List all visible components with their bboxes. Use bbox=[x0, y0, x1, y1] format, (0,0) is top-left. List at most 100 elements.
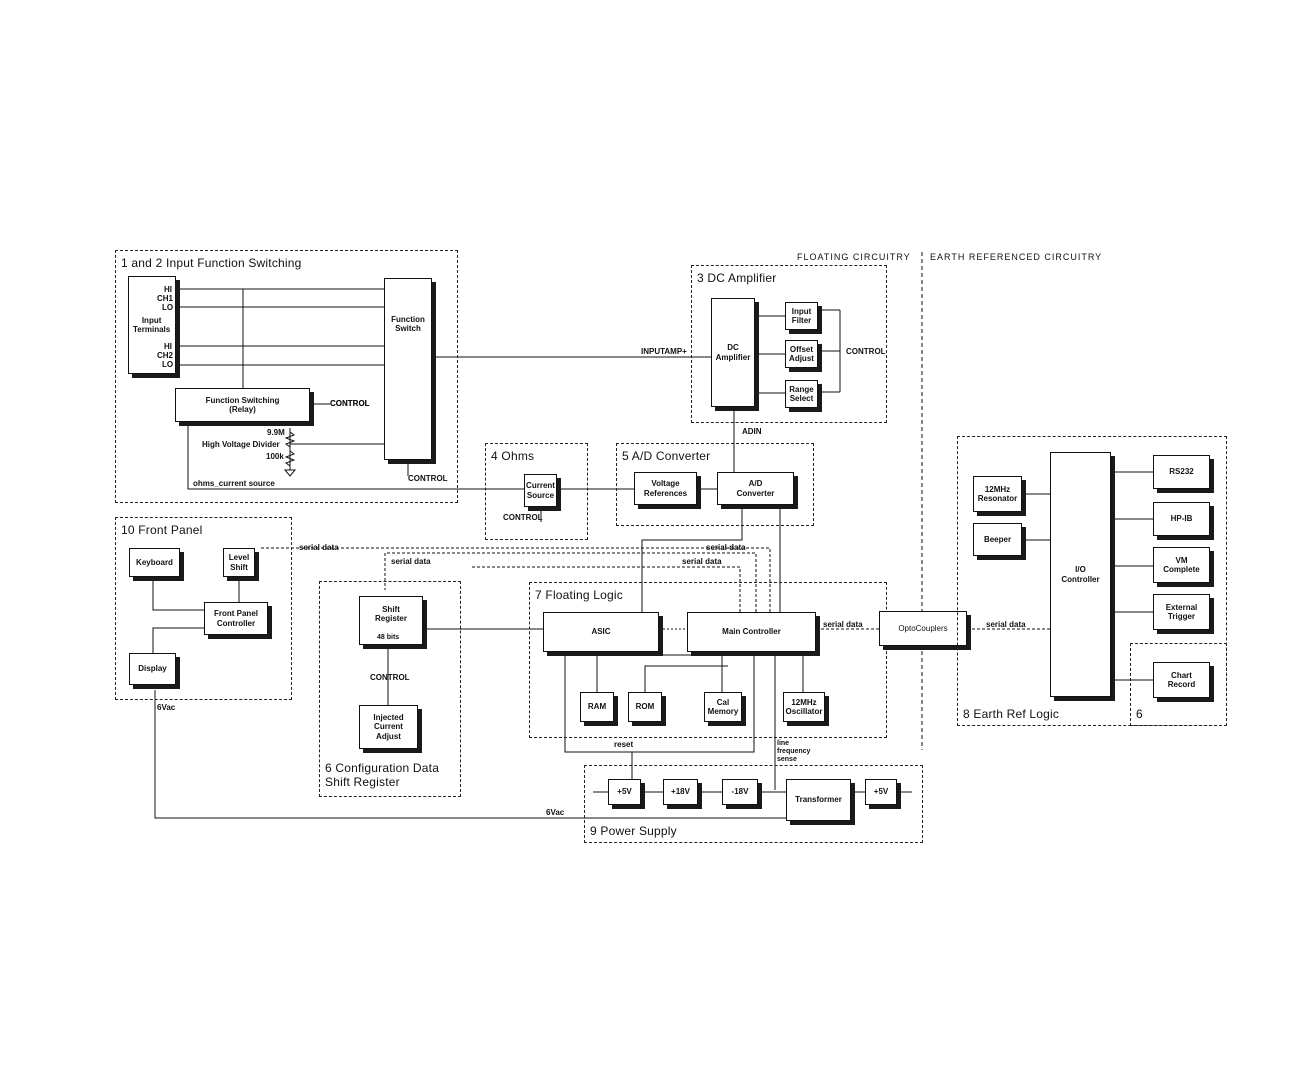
section-title: 5 A/D Converter bbox=[622, 449, 711, 463]
front-serial-label: serial data bbox=[299, 543, 339, 552]
rom-block: ROM bbox=[628, 692, 662, 722]
terminal-label-ch1: CH1 bbox=[157, 294, 174, 303]
section-title: 8 Earth Ref Logic bbox=[963, 707, 1060, 721]
section-earth-ref-logic: 8 Earth Ref Logic bbox=[957, 436, 1227, 726]
section-ohms: 4 Ohms bbox=[485, 443, 588, 540]
section-config-shift-register: 6 Configuration Data Shift Register bbox=[319, 581, 461, 797]
section-input-switching: 1 and 2 Input Function Switching bbox=[115, 250, 458, 503]
ohms-control-label: CONTROL bbox=[503, 513, 543, 522]
wire-adc-asic bbox=[641, 506, 743, 612]
level-shift-block: Level Shift bbox=[223, 548, 255, 577]
relay-control-label: CONTROL bbox=[330, 399, 370, 408]
cal-memory-block: Cal Memory bbox=[704, 692, 742, 722]
wire-serial-front bbox=[260, 547, 771, 612]
plus-5v-block: +5V bbox=[608, 779, 641, 805]
function-switch-block: Function Switch bbox=[384, 278, 432, 460]
resistor-9-9m bbox=[284, 431, 296, 448]
wire-reset-main bbox=[632, 652, 755, 753]
wire-fpc-display bbox=[152, 627, 204, 653]
section-six: 6 bbox=[1130, 643, 1227, 726]
input-terminals-block: Input Terminals bbox=[128, 276, 176, 374]
ram-block: RAM bbox=[580, 692, 614, 722]
asic-block: ASIC bbox=[543, 612, 659, 652]
resonator-block: 12MHz Resonator bbox=[973, 476, 1022, 512]
terminal-label-lo2: LO bbox=[162, 360, 174, 369]
rs232-block: RS232 bbox=[1153, 455, 1210, 489]
external-trigger-block: External Trigger bbox=[1153, 594, 1210, 630]
hpib-block: HP-IB bbox=[1153, 502, 1210, 536]
front-panel-controller-block: Front Panel Controller bbox=[204, 602, 268, 635]
current-source-block: Current Source bbox=[524, 474, 557, 507]
wire-rom bbox=[644, 665, 728, 692]
reset-label: reset bbox=[614, 740, 634, 749]
terminal-label-ch2: CH2 bbox=[157, 351, 174, 360]
earth-serial-label: serial data bbox=[986, 620, 1026, 629]
wire-serial-asic bbox=[470, 566, 741, 612]
section-title: 4 Ohms bbox=[491, 449, 535, 463]
resistor-top-label: 9.9M bbox=[267, 428, 285, 437]
keyboard-block: Keyboard bbox=[129, 548, 180, 577]
minus-18v-block: -18V bbox=[722, 779, 758, 805]
offset-adjust-block: Offset Adjust bbox=[785, 340, 818, 368]
dc-control-label: CONTROL bbox=[846, 347, 886, 356]
dc-amplifier-block: DC Amplifier bbox=[711, 298, 755, 407]
section-ad-converter: 5 A/D Converter bbox=[616, 443, 814, 526]
io-controller-block: I/O Controller bbox=[1050, 452, 1111, 697]
wire-ram bbox=[596, 654, 704, 692]
floating-circuitry-label: FLOATING CIRCUITRY bbox=[797, 252, 911, 262]
shift-serial-label: serial data bbox=[391, 557, 431, 566]
asic-serial-label: serial data bbox=[682, 557, 722, 566]
inputamp-label: INPUTAMP+ bbox=[641, 347, 687, 356]
resistor-100k bbox=[284, 450, 296, 467]
wire-ohms-current bbox=[187, 423, 524, 490]
section-power-supply: 9 Power Supply bbox=[584, 765, 923, 843]
range-select-block: Range Select bbox=[785, 380, 818, 408]
vm-complete-block: VM Complete bbox=[1153, 547, 1210, 583]
voltage-references-block: Voltage References bbox=[634, 472, 697, 505]
line-frequency-label: line frequency sense bbox=[777, 740, 811, 764]
section-floating-logic: 7 Floating Logic bbox=[529, 582, 887, 738]
plus-5v-earth-block: +5V bbox=[865, 779, 897, 805]
section-title: 7 Floating Logic bbox=[535, 588, 623, 602]
input-filter-block: Input Filter bbox=[785, 302, 818, 330]
section-title: 3 DC Amplifier bbox=[697, 271, 777, 285]
injected-current-block: Injected Current Adjust bbox=[359, 705, 418, 749]
wire-reset bbox=[564, 652, 633, 786]
adin-label: ADIN bbox=[742, 427, 762, 436]
wire-keyboard-fpc bbox=[152, 577, 204, 611]
resistor-bottom-label: 100k bbox=[266, 452, 284, 461]
bottom-6vac-label: 6Vac bbox=[546, 808, 565, 817]
section-title: 6 bbox=[1136, 707, 1143, 721]
chart-record-block: Chart Record bbox=[1153, 662, 1210, 698]
earth-circuitry-label: EARTH REFERENCED CIRCUITRY bbox=[930, 252, 1103, 262]
section-title: 10 Front Panel bbox=[121, 523, 203, 537]
display-block: Display bbox=[129, 653, 176, 685]
shift-control-label: CONTROL bbox=[370, 673, 410, 682]
shift-bits-label: 48 bits bbox=[377, 634, 400, 641]
switch-control-label: CONTROL bbox=[408, 474, 448, 483]
beeper-block: Beeper bbox=[973, 523, 1022, 556]
terminal-label-hi1: HI bbox=[164, 285, 172, 294]
relay-control-text: CONTROL bbox=[330, 399, 370, 408]
main-serial-label: serial data bbox=[823, 620, 863, 629]
hv-divider-label: High Voltage Divider bbox=[202, 440, 280, 449]
ground-symbol bbox=[283, 469, 297, 477]
adc-serial-label: serial data bbox=[706, 543, 746, 552]
plus-18v-block: +18V bbox=[663, 779, 698, 805]
optocouplers-block: OptoCouplers bbox=[879, 611, 967, 646]
front-6vac-label: 6Vac bbox=[157, 703, 176, 712]
section-dc-amplifier: 3 DC Amplifier bbox=[691, 265, 887, 423]
ad-converter-block: A/D Converter bbox=[717, 472, 794, 505]
transformer-block: Transformer bbox=[786, 779, 851, 821]
section-title: 6 Configuration Data Shift Register bbox=[325, 761, 440, 789]
section-title: 9 Power Supply bbox=[590, 824, 677, 838]
section-front-panel: 10 Front Panel bbox=[115, 517, 292, 700]
terminal-label-lo1: LO bbox=[162, 303, 174, 312]
function-switching-relay-block: Function Switching (Relay) bbox=[175, 388, 310, 422]
wire-6vac bbox=[154, 690, 786, 819]
shift-register-block: Shift Register bbox=[359, 596, 423, 645]
ohms-current-source-label: ohms_current source bbox=[193, 479, 275, 488]
oscillator-block: 12MHz Oscillator bbox=[783, 692, 825, 722]
